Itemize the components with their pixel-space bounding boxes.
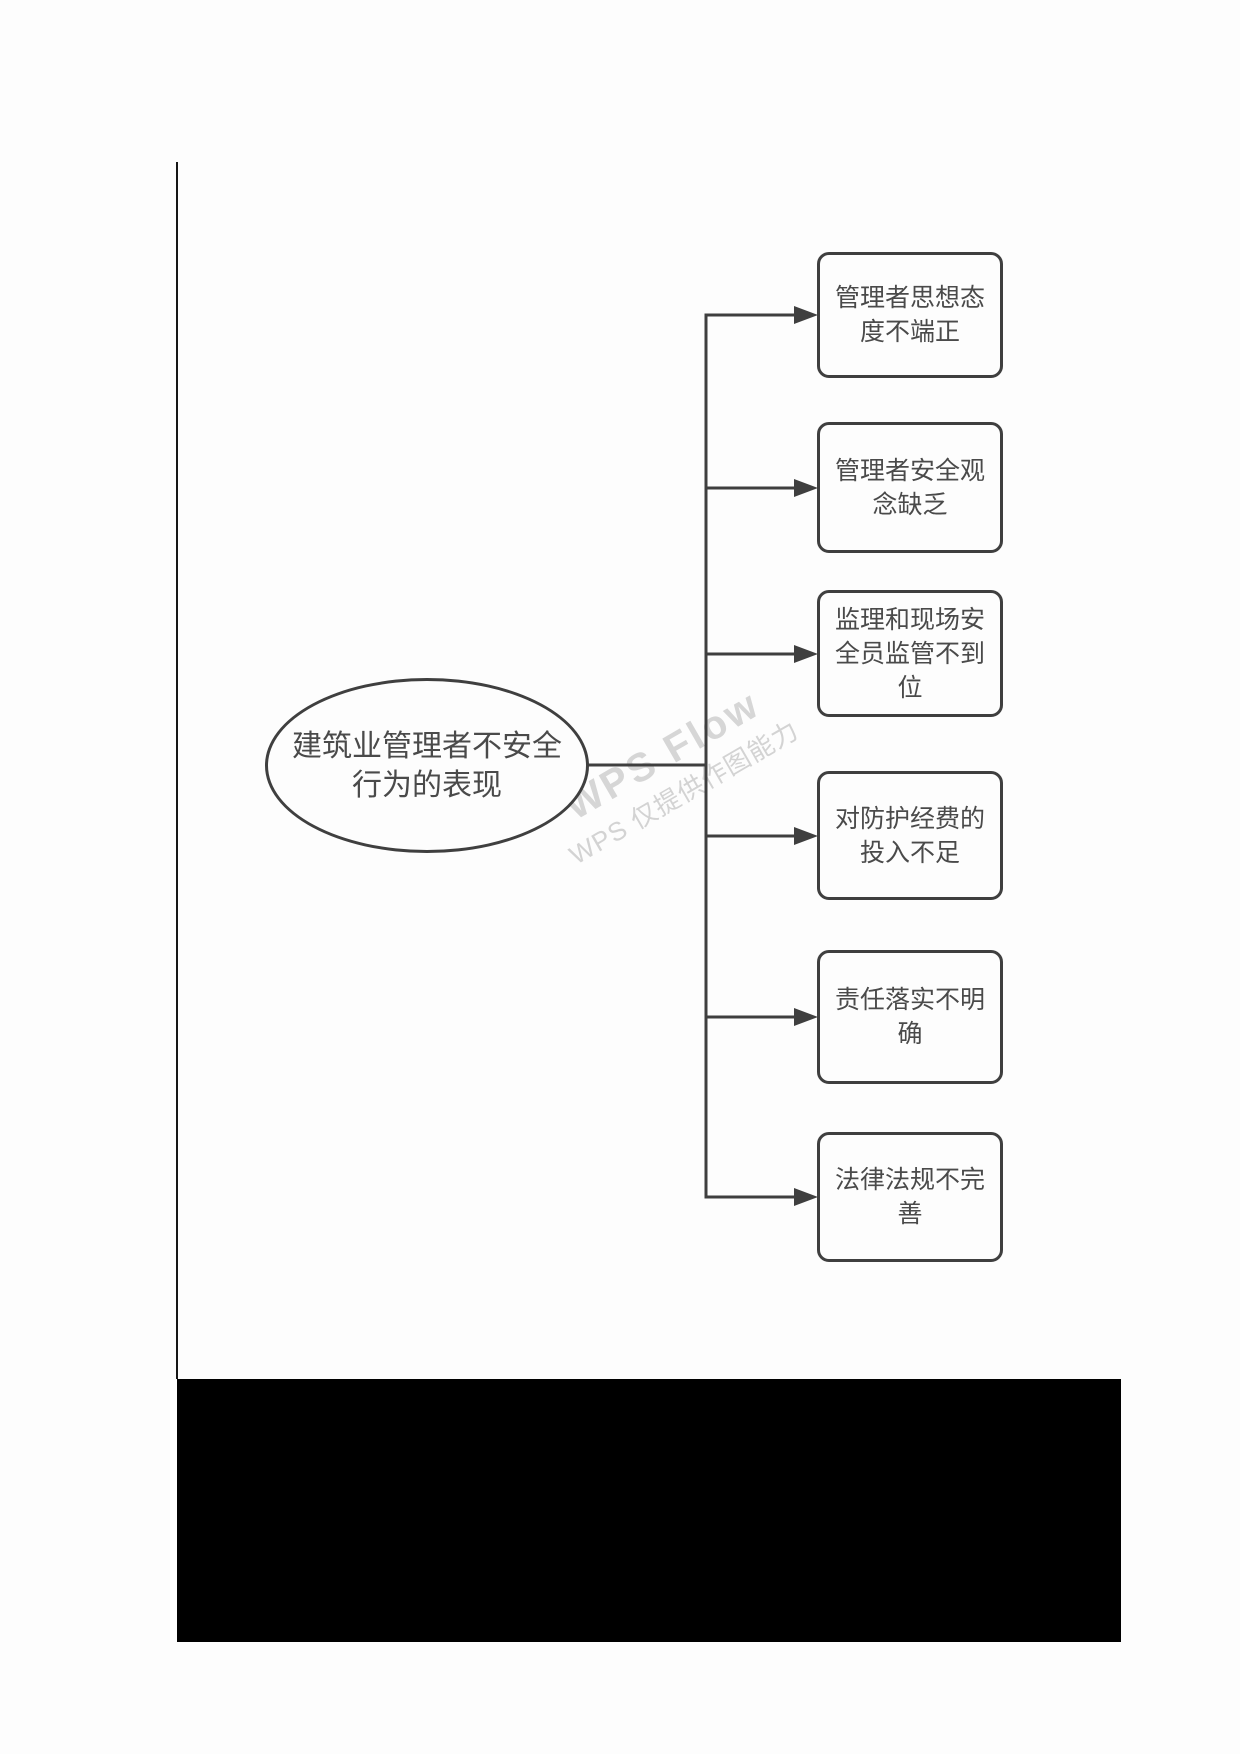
branch-node-6-label: 法律法规不完善: [834, 1166, 985, 1228]
branch-node-3-label: 监理和现场安全员监管不到位: [834, 605, 985, 702]
branch-node-4-label: 对防护经费的投入不足: [834, 804, 985, 867]
arrowhead-icon-5: [794, 1008, 818, 1026]
branch-node-5: 责任落实不明确: [817, 950, 1003, 1084]
branch-node-1-label: 管理者思想态度不端正: [834, 284, 985, 346]
arrowhead-icon-6: [794, 1188, 818, 1206]
arrowhead-icon-2: [794, 479, 818, 497]
arrowhead-icon-3: [794, 645, 818, 663]
branch-node-1: 管理者思想态度不端正: [817, 252, 1003, 378]
arrowhead-icon-4: [794, 827, 818, 845]
branch-node-6: 法律法规不完善: [817, 1132, 1003, 1262]
redaction-block: [177, 1379, 1121, 1642]
branch-node-4: 对防护经费的投入不足: [817, 771, 1003, 900]
arrowhead-icon-1: [794, 306, 818, 324]
branch-node-3: 监理和现场安全员监管不到位: [817, 590, 1003, 717]
root-node-label: 建筑业管理者不安全行为的表现: [292, 729, 562, 802]
branch-node-5-label: 责任落实不明确: [834, 986, 985, 1048]
branch-node-2: 管理者安全观念缺乏: [817, 422, 1003, 553]
root-node-ellipse: 建筑业管理者不安全行为的表现: [265, 678, 589, 853]
page-margin-rule: [176, 162, 178, 1379]
branch-node-2-label: 管理者安全观念缺乏: [834, 456, 985, 519]
